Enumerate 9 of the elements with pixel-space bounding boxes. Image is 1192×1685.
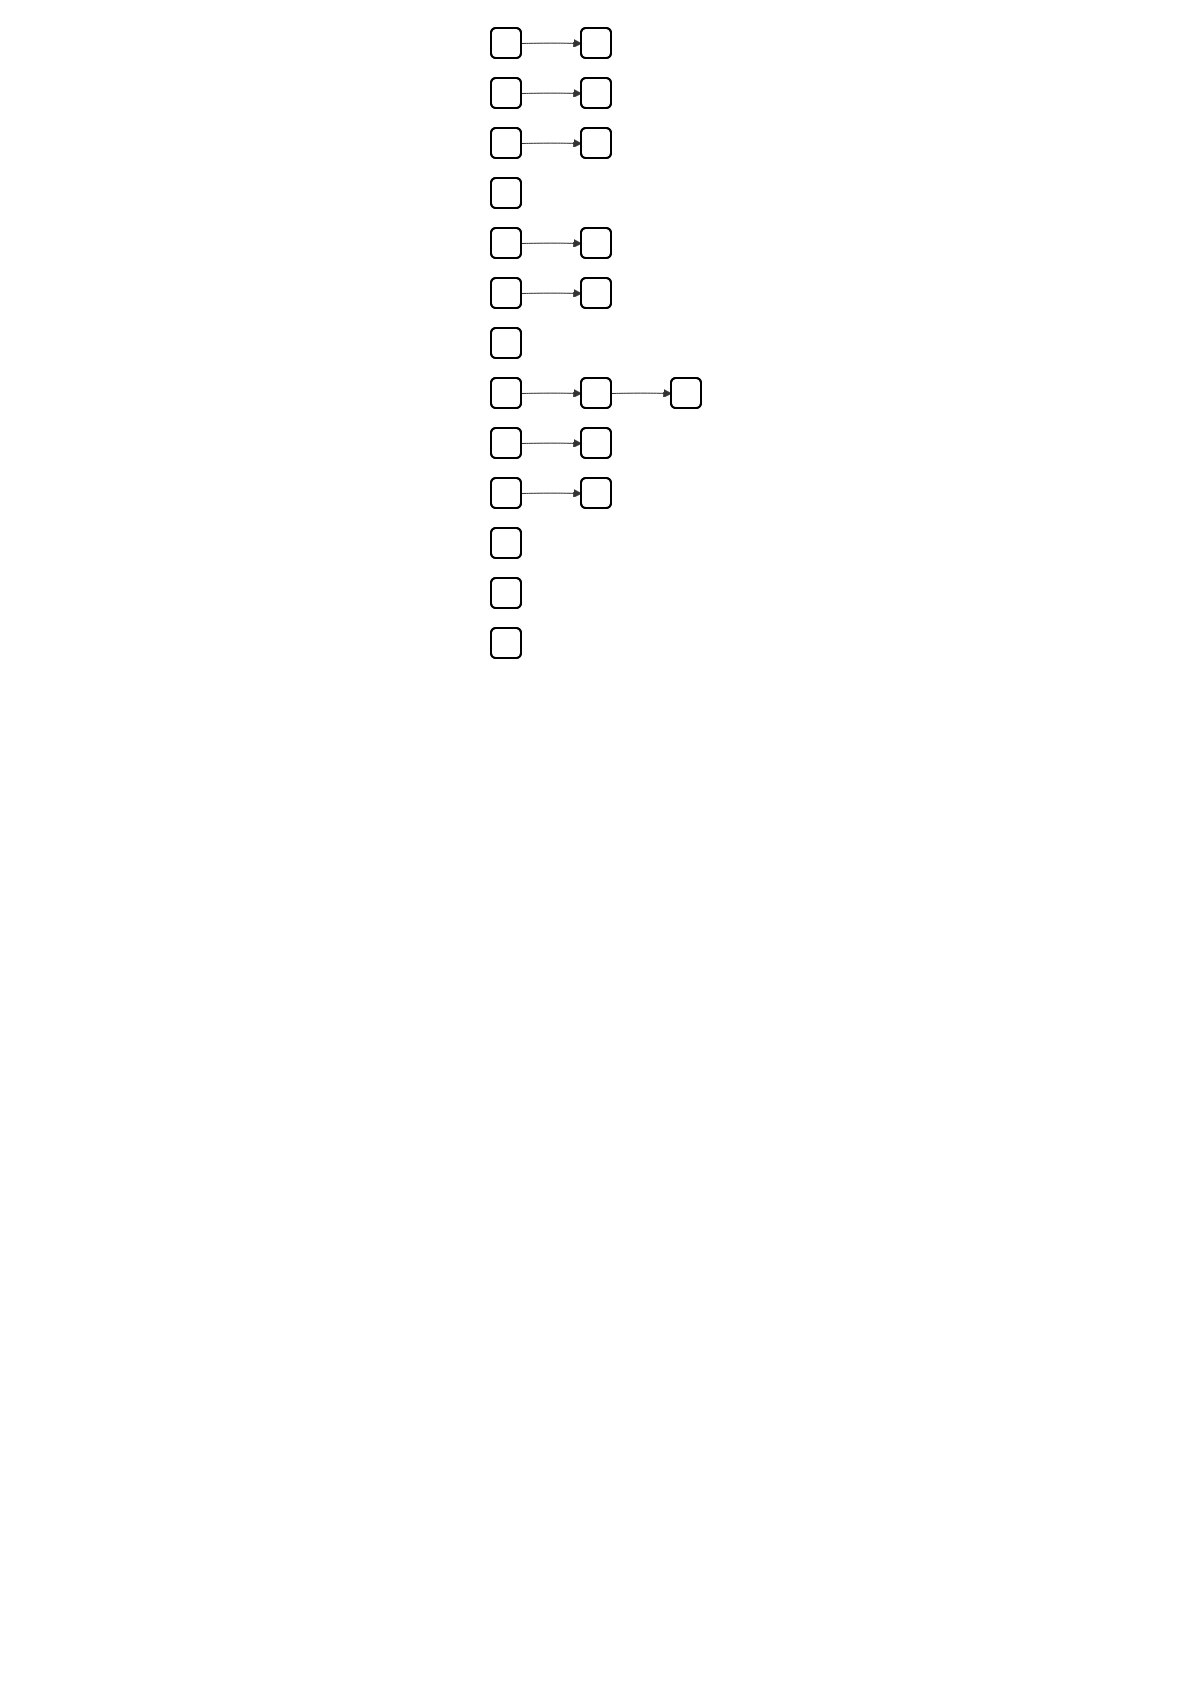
arrow <box>521 488 582 498</box>
arrow <box>521 288 582 298</box>
arrow <box>521 438 582 448</box>
arrow <box>611 388 672 398</box>
arrow <box>521 138 582 148</box>
arrow <box>521 238 582 248</box>
arrow <box>521 388 582 398</box>
arrow <box>521 88 582 98</box>
arrow <box>521 38 582 48</box>
